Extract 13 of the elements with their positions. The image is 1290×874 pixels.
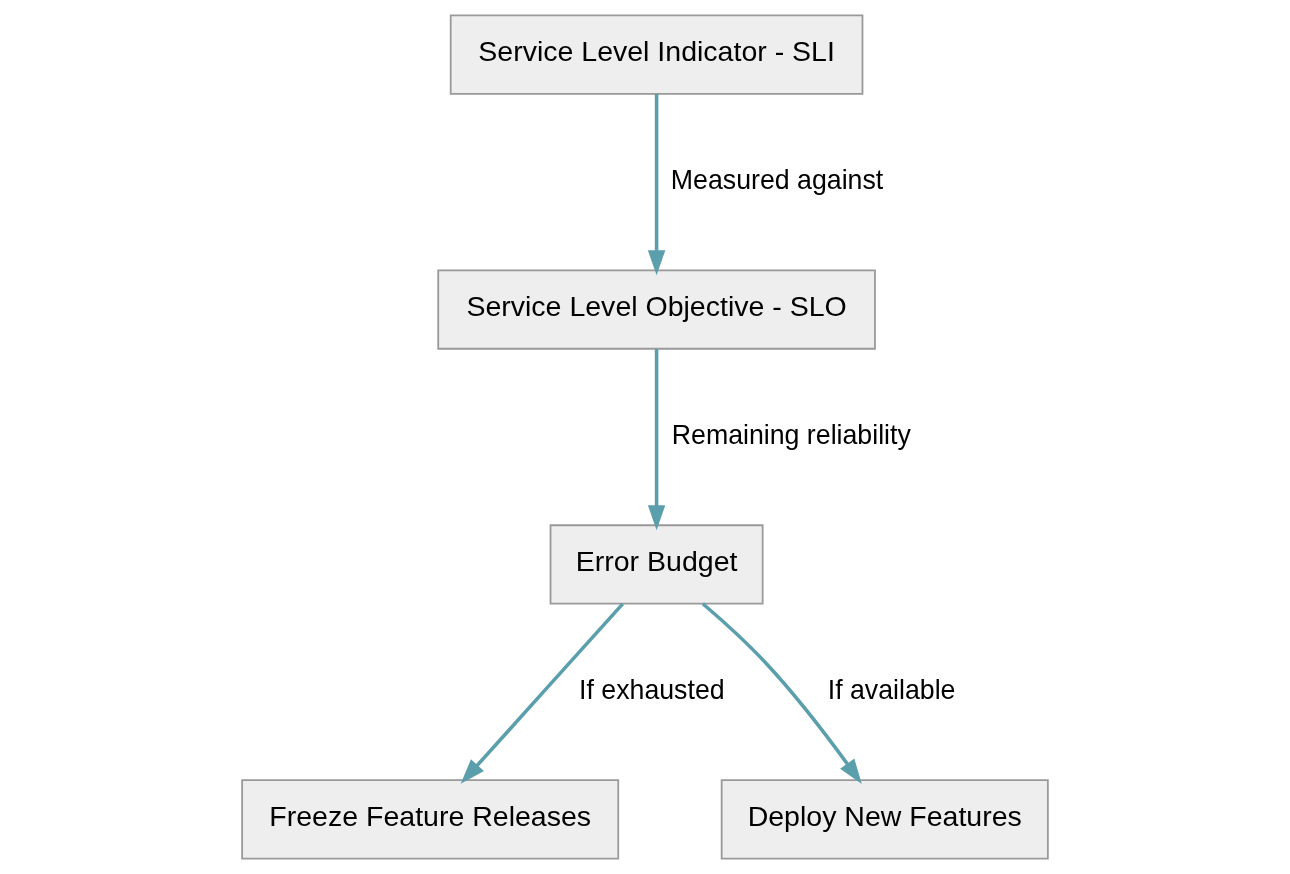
arrow: [647, 348, 666, 531]
edge-label: Measured against: [670, 165, 884, 196]
arrow: [701, 602, 862, 785]
edge-label: If exhausted: [579, 675, 725, 706]
arrow: [647, 94, 666, 276]
edge-label: Remaining reliability: [671, 420, 911, 451]
node-box: Service Level Objective - SLO: [437, 269, 876, 350]
node-box: Service Level Indicator - SLI: [449, 14, 864, 95]
edge-label: If available: [827, 675, 956, 706]
node-box: Freeze Feature Releases: [241, 779, 620, 860]
arrow: [460, 602, 625, 784]
node-box: Deploy New Features: [720, 779, 1049, 860]
node-box: Error Budget: [549, 524, 764, 605]
